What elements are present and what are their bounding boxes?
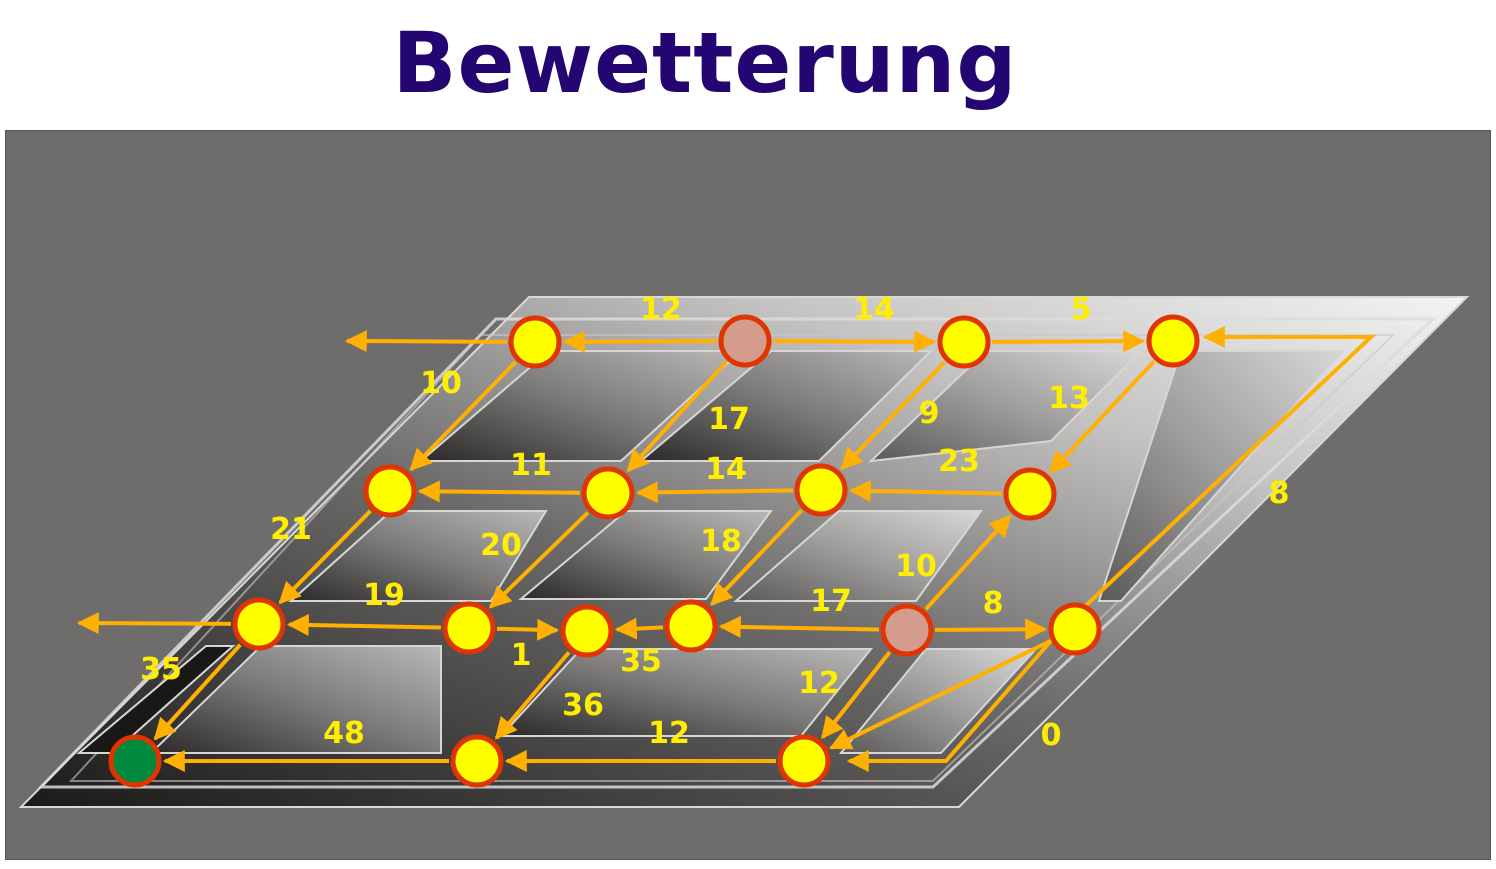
airflow-A4-B4: [1048, 360, 1156, 474]
flow-label-C1-D1: 35: [140, 652, 182, 687]
junction-nodes: [108, 314, 1200, 788]
airflow-C3-D2: [494, 651, 571, 740]
node-junction-c1: [232, 597, 286, 651]
flow-label-C5-C4: 17: [810, 584, 852, 619]
ventilation-diagram: 12 14 5 10 17 9 13 11 14 23 21 20 18 10 19 1 35 17 8 35 36 12…: [5, 130, 1491, 860]
node-junction-b1: [363, 464, 417, 518]
flow-label-B4-B3: 23: [938, 444, 980, 479]
flow-label-A1-B1: 10: [420, 366, 462, 401]
node-junction-d2: [450, 734, 504, 788]
flow-label-A2-A1: 12: [640, 292, 682, 327]
flow-label-A4-B4: 13: [1048, 381, 1090, 416]
airflow-B2-C2: [488, 511, 590, 609]
airflow-C5-C4: [718, 615, 880, 638]
airflow-bottom-loop: [846, 625, 1065, 772]
node-junction-b4: [1003, 467, 1057, 521]
node-junction-b2: [581, 466, 635, 520]
flow-label-D2-D1: 48: [323, 716, 365, 751]
airflow-paths: [76, 326, 1377, 772]
flow-label-A2-A3: 14: [853, 292, 895, 327]
flow-label-B2-B1: 11: [510, 448, 552, 483]
flow-label-outer-loop-A4: 8: [1269, 476, 1290, 511]
airflow-A3-B3: [840, 360, 946, 471]
airflow-B1-C1: [278, 509, 372, 605]
node-junction-a1: [508, 315, 562, 369]
flow-label-C5-D3: 12: [798, 666, 840, 701]
node-source-a2: [718, 314, 772, 368]
flow-label-D3-D2: 12: [648, 716, 690, 751]
airflow-B4-B3: [848, 479, 1003, 502]
flow-label-A3-B3: 9: [919, 396, 940, 431]
airflow-C5-C6: [934, 618, 1048, 641]
airflow-A1-B1: [409, 360, 517, 472]
node-junction-a3: [937, 315, 991, 369]
flow-label-C4-C3: 35: [620, 644, 662, 679]
node-source-c5: [880, 603, 934, 657]
airflow-C2-C1: [286, 613, 442, 636]
airflow-A1-exit-top: [344, 330, 508, 353]
node-junction-c6: [1048, 602, 1102, 656]
flow-label-C2-C1: 19: [363, 578, 405, 613]
airflow-A2-A3: [772, 330, 937, 353]
flow-label-C3-D2: 36: [562, 688, 604, 723]
airflow-C5-B4: [924, 514, 1012, 611]
airflow-B3-C4: [710, 508, 804, 606]
flow-label-B2-C2: 20: [480, 528, 522, 563]
flow-label-A2-B2: 17: [708, 402, 750, 437]
flow-label-B3-B2: 14: [705, 452, 747, 487]
airflow-A2-A1: [562, 330, 718, 353]
flow-label-C5-C6: 8: [983, 586, 1004, 621]
airflow-A2-B2: [626, 360, 728, 473]
node-exit-d1: [108, 734, 162, 788]
node-junction-b3: [794, 463, 848, 517]
flow-label-B3-C4: 18: [700, 524, 742, 559]
airflow-C2-C3: [496, 618, 560, 641]
node-junction-c3: [560, 604, 614, 658]
airflow-C5-D3: [820, 650, 892, 740]
flow-label-C6-D3: 0: [1041, 718, 1062, 753]
node-junction-c2: [442, 601, 496, 655]
airflow-A3-A4: [991, 330, 1146, 353]
node-junction-a4: [1146, 314, 1200, 368]
airflow-B3-B2: [635, 481, 794, 504]
flow-label-C5-B4: 10: [895, 549, 937, 584]
airflow-outer-loop: [1061, 326, 1377, 629]
page-title: Bewetterung: [392, 14, 1018, 112]
airflow-B2-B1: [417, 480, 581, 503]
flow-label-C2-C3: 1: [511, 638, 532, 673]
flow-label-B1-C1: 21: [270, 512, 312, 547]
airflow-C6-D3: [828, 639, 1051, 750]
airflow-C1-exit-left: [76, 612, 232, 635]
airflow-C4-C3: [614, 617, 664, 640]
flow-label-A3-A4: 5: [1071, 292, 1092, 327]
airflow-C1-D1: [153, 643, 242, 741]
node-junction-c4: [664, 599, 718, 653]
node-junction-d3: [777, 734, 831, 788]
